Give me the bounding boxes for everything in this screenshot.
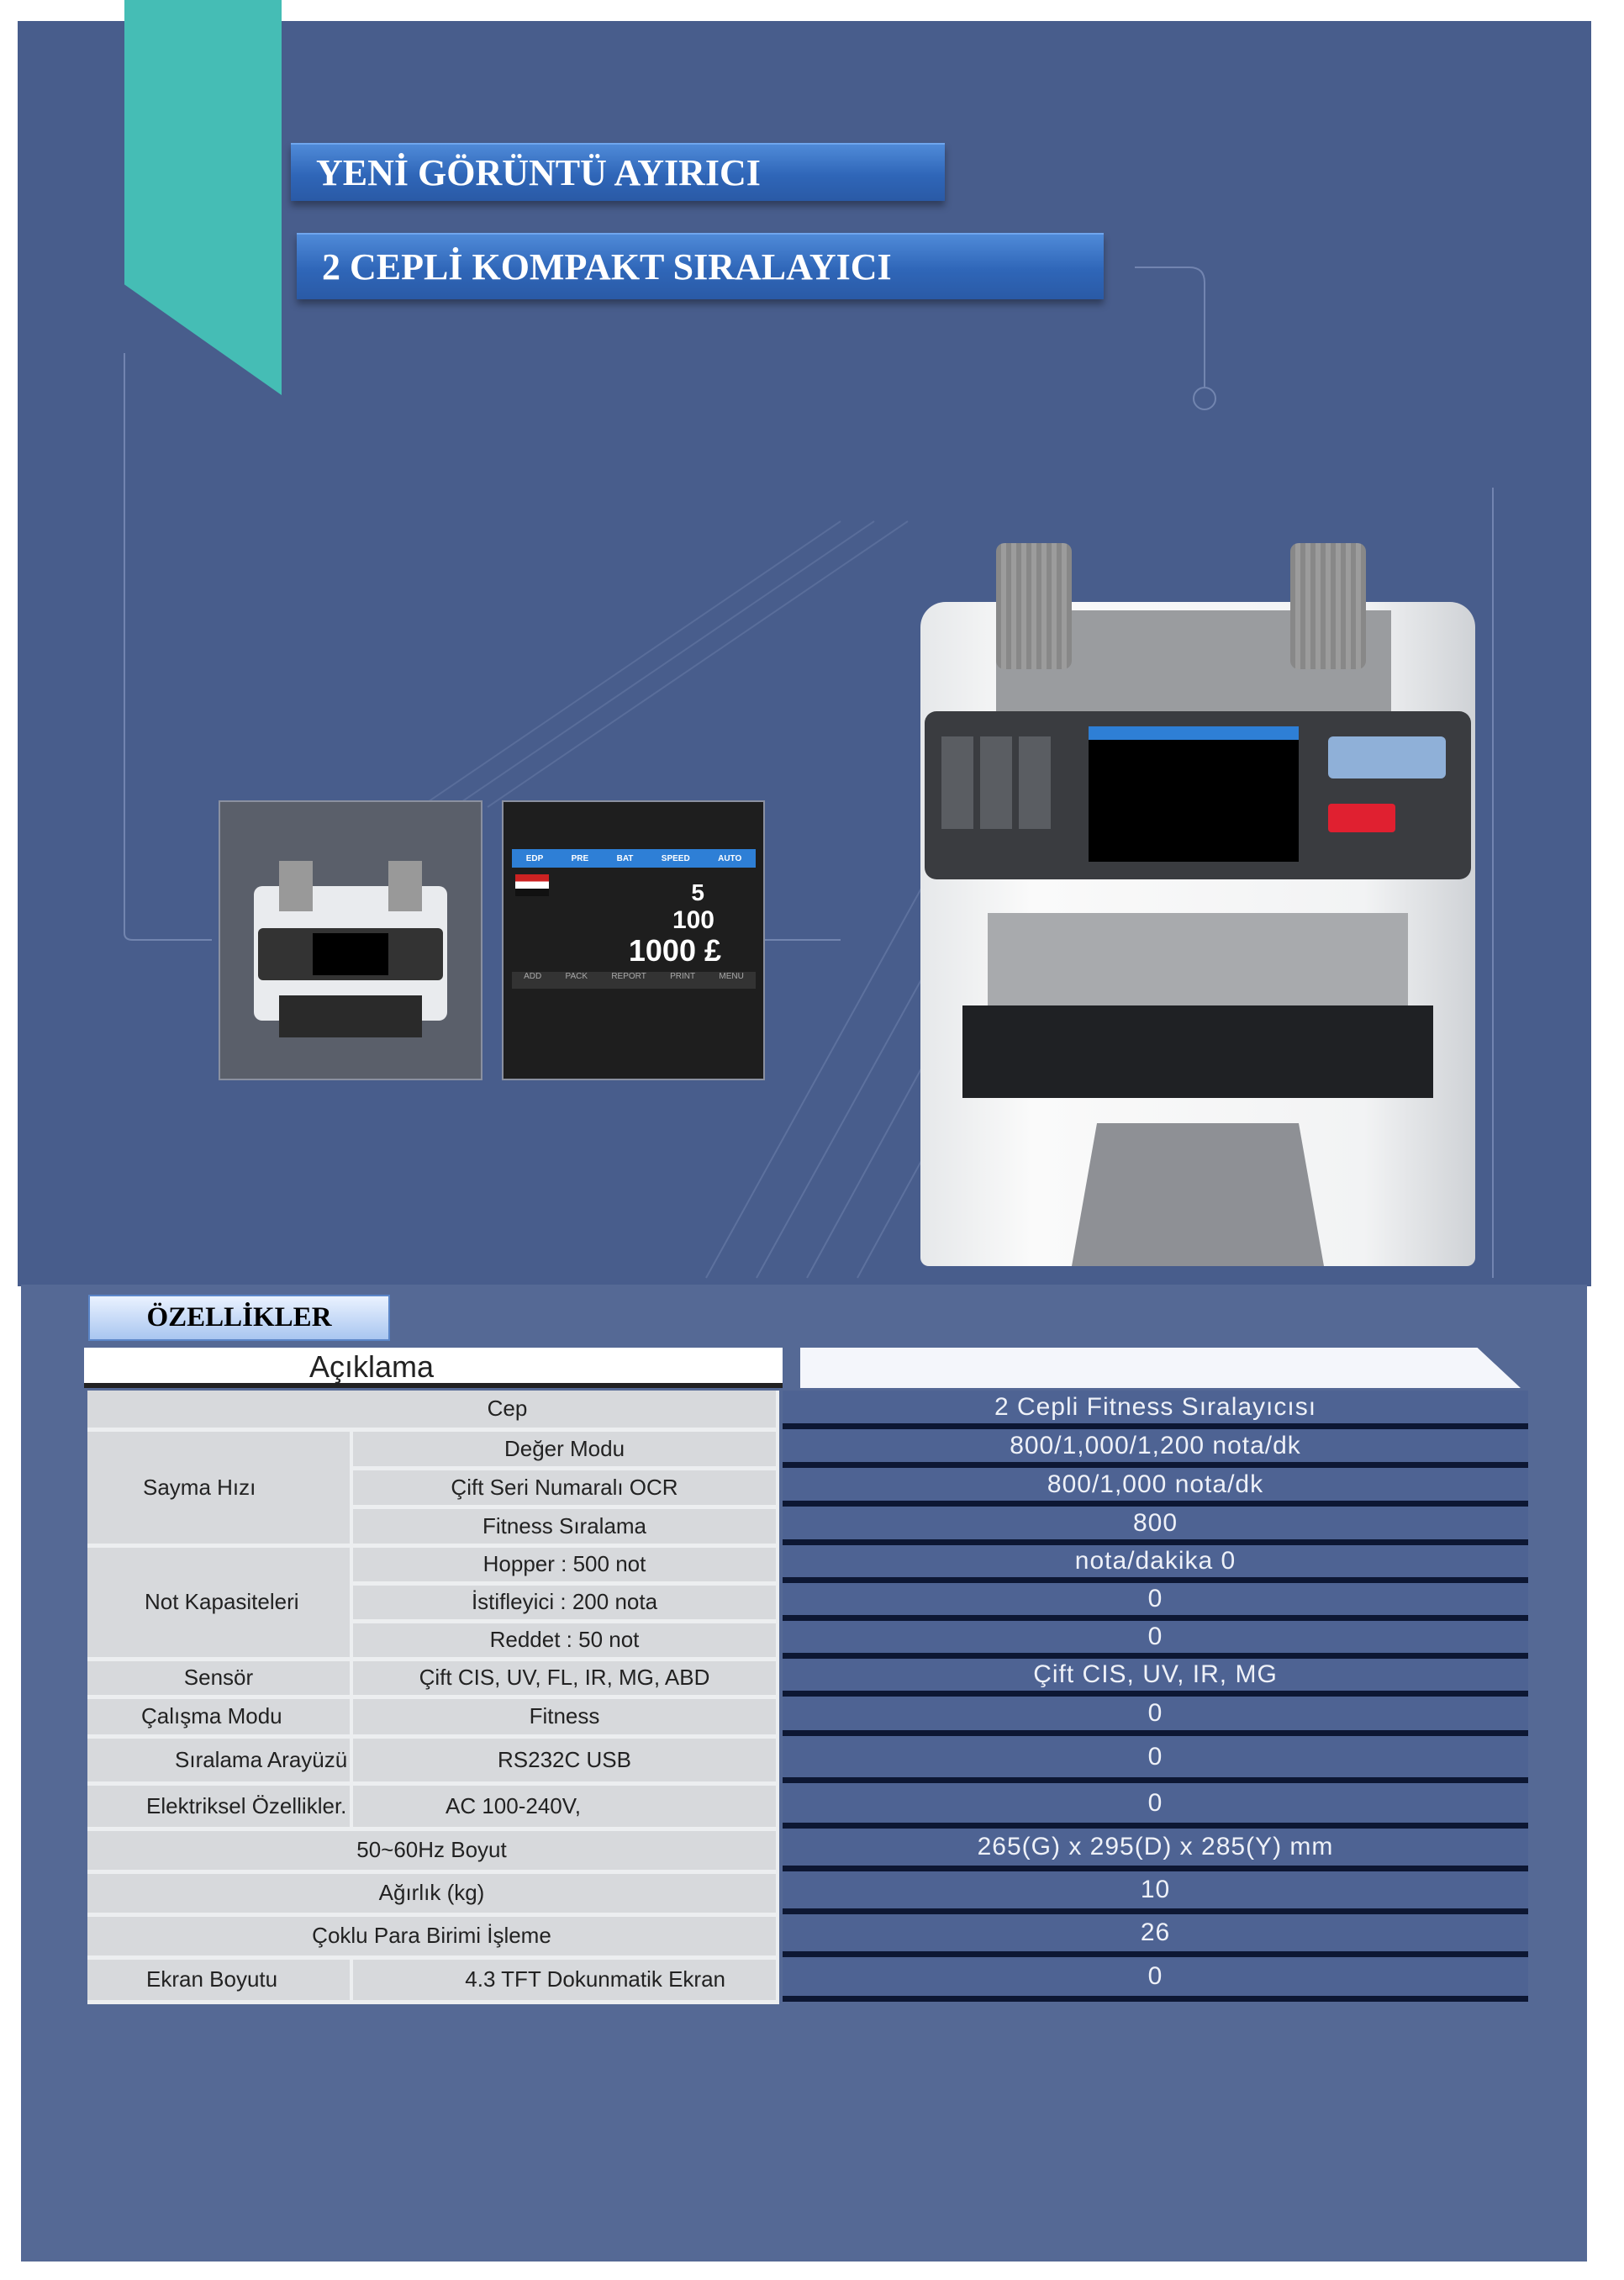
spec-value: nota/dakika 0 bbox=[783, 1545, 1528, 1583]
value-column: 2 Cepli Fitness Sıralayıcısı 800/1,000/1… bbox=[783, 1391, 1528, 2002]
spec-value: 800/1,000 nota/dk bbox=[783, 1468, 1528, 1507]
table-row: Cep bbox=[87, 1391, 779, 1432]
spec-name: 50~60Hz Boyut bbox=[87, 1829, 779, 1874]
spec-value: 2 Cepli Fitness Sıralayıcısı bbox=[783, 1391, 1528, 1429]
spec-value: 0 bbox=[783, 1957, 1528, 2002]
screen-tab: BAT bbox=[616, 853, 634, 863]
spec-value: Çift CIS, UV, IR, MG bbox=[783, 1659, 1528, 1697]
screen-tab: SPEED bbox=[661, 853, 690, 863]
spec-value: 265(G) x 295(D) x 285(Y) mm bbox=[783, 1829, 1528, 1871]
table-row: İstifleyici : 200 nota bbox=[87, 1583, 779, 1623]
description-header-text: Açıklama bbox=[309, 1349, 435, 1384]
spec-name: AC 100-240V, bbox=[351, 1783, 779, 1831]
screen-button: MENU bbox=[719, 972, 744, 981]
table-row: Ağırlık (kg) bbox=[87, 1871, 779, 1917]
spec-name: Cep bbox=[87, 1391, 779, 1432]
spec-name: Ağırlık (kg) bbox=[87, 1871, 779, 1917]
screen-tab: PRE bbox=[571, 853, 589, 863]
screen-button: PRINT bbox=[670, 972, 696, 981]
spec-group: Sayma Hızı bbox=[87, 1429, 353, 1548]
table-row: Çift Seri Numaralı OCR bbox=[87, 1468, 779, 1509]
screen-tab: AUTO bbox=[718, 853, 742, 863]
spec-group: Çalışma Modu bbox=[87, 1697, 353, 1739]
spec-name: RS232C USB bbox=[351, 1736, 779, 1786]
spec-name: 4.3 TFT Dokunmatik Ekran bbox=[351, 1957, 779, 2004]
screen-button: ADD bbox=[524, 972, 542, 981]
machine-thumbnail bbox=[219, 800, 482, 1080]
spec-group: Sensör bbox=[87, 1659, 353, 1699]
screen-button: REPORT bbox=[611, 972, 646, 981]
spec-name: Fitness Sıralama bbox=[351, 1507, 779, 1548]
table-row: 50~60Hz Boyut bbox=[87, 1829, 779, 1874]
spec-name: Çift Seri Numaralı OCR bbox=[351, 1468, 779, 1509]
spec-value: 800/1,000/1,200 nota/dk bbox=[783, 1429, 1528, 1468]
table-row: Elektriksel Özellikler.AC 100-240V, bbox=[87, 1783, 779, 1831]
title-2-pocket-sorter: 2 CEPLİ KOMPAKT SIRALAYICI bbox=[297, 233, 1104, 299]
features-label: ÖZELLİKLER bbox=[88, 1295, 390, 1341]
spec-name: Çoklu Para Birimi İşleme bbox=[87, 1914, 779, 1960]
banknote-sorter-image bbox=[904, 535, 1488, 1273]
spec-name: Reddet : 50 not bbox=[351, 1621, 779, 1661]
screen-closeup: EDP PRE BAT SPEED AUTO 5 100 1000 £ ADD PACK R… bbox=[502, 800, 765, 1080]
description-header: Açıklama bbox=[84, 1348, 783, 1388]
title-new-image-sorter: YENİ GÖRÜNTÜ AYIRICI bbox=[291, 143, 945, 201]
screen-tab: EDP bbox=[525, 853, 544, 863]
value-header bbox=[800, 1348, 1521, 1388]
flag-icon bbox=[515, 874, 549, 896]
spec-name: Fitness bbox=[351, 1697, 779, 1739]
spec-name: İstifleyici : 200 nota bbox=[351, 1583, 779, 1623]
spec-group: Not Kapasiteleri bbox=[87, 1545, 353, 1661]
screen-amount: 1000 £ bbox=[628, 933, 721, 968]
screen-pcs: 100 bbox=[672, 906, 714, 934]
table-row: Çoklu Para Birimi İşleme bbox=[87, 1914, 779, 1960]
spec-value: 26 bbox=[783, 1914, 1528, 1957]
table-row: Reddet : 50 not bbox=[87, 1621, 779, 1661]
spec-value: 800 bbox=[783, 1507, 1528, 1545]
spec-value: 0 bbox=[783, 1621, 1528, 1659]
spec-name: Çift CIS, UV, FL, IR, MG, ABD bbox=[351, 1659, 779, 1699]
spec-value: 0 bbox=[783, 1736, 1528, 1783]
spec-group: Sıralama Arayüzü bbox=[87, 1736, 353, 1786]
screen-rejected: 5 bbox=[691, 879, 704, 905]
spec-group: Elektriksel Özellikler. bbox=[87, 1783, 353, 1831]
spec-value: 0 bbox=[783, 1583, 1528, 1621]
spec-value: 10 bbox=[783, 1871, 1528, 1914]
table-row: Fitness Sıralama bbox=[87, 1507, 779, 1548]
screen-button: PACK bbox=[565, 972, 588, 981]
spec-value: 0 bbox=[783, 1697, 1528, 1736]
spec-name: Değer Modu bbox=[351, 1429, 779, 1470]
spec-value: 0 bbox=[783, 1783, 1528, 1829]
spec-group: Ekran Boyutu bbox=[87, 1957, 353, 2004]
spec-name: Hopper : 500 not bbox=[351, 1545, 779, 1586]
